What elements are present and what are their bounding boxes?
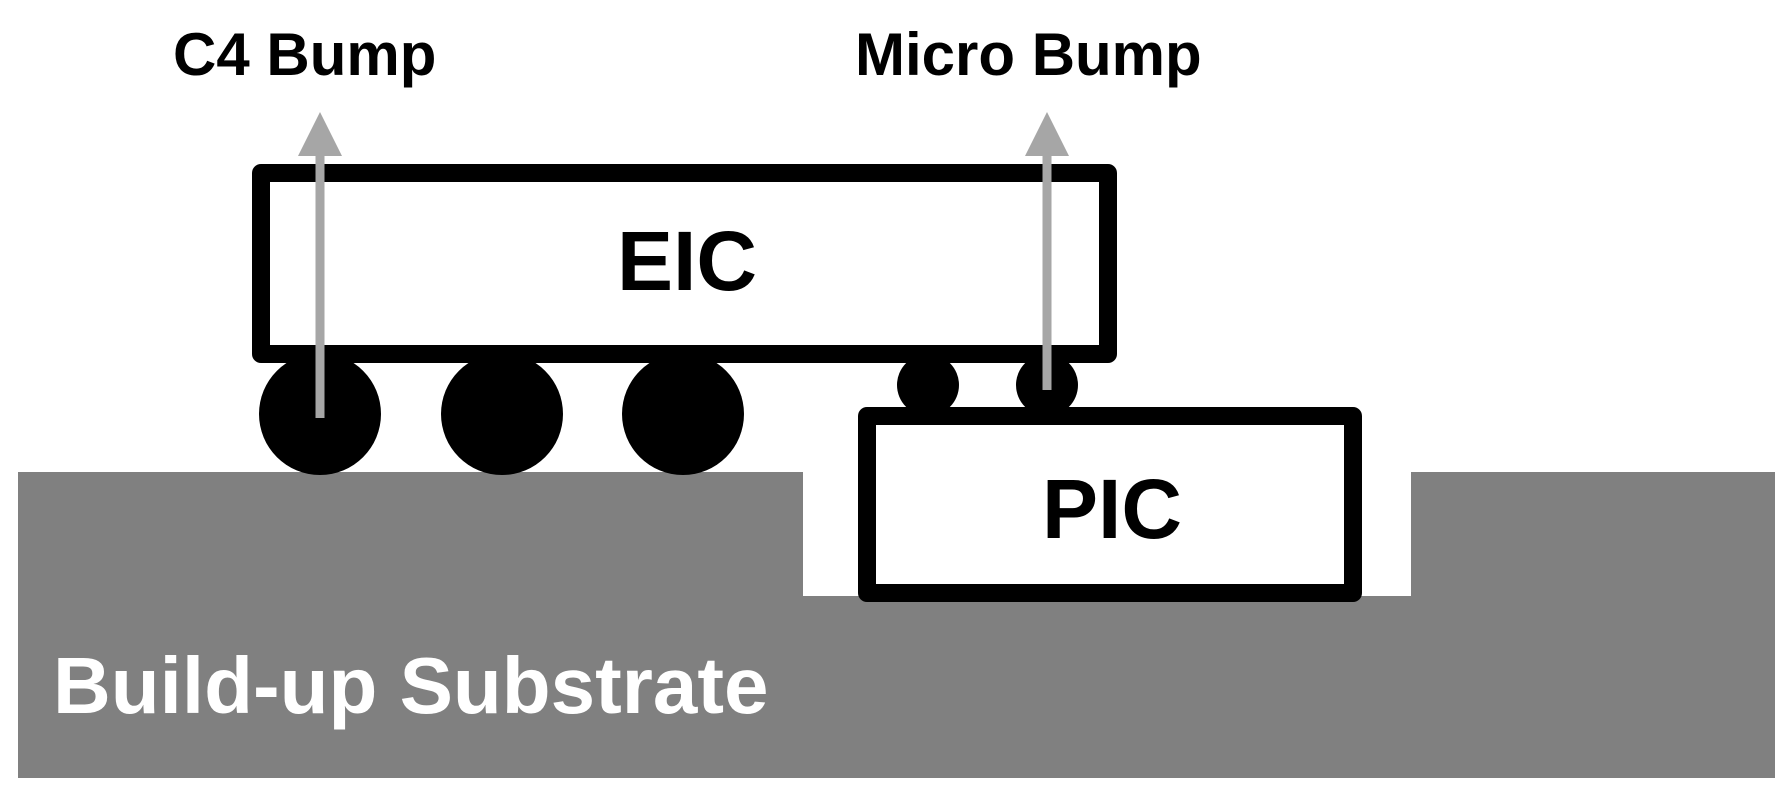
- substrate-label: Build-up Substrate: [53, 641, 769, 730]
- pic-label: PIC: [1042, 462, 1182, 556]
- c4-bump: [622, 353, 744, 475]
- micro-bump-label: Micro Bump: [855, 21, 1202, 88]
- pic-chip: [858, 407, 1362, 602]
- c4-bump-arrow-head: [298, 112, 342, 156]
- build-up-substrate: [18, 472, 1775, 778]
- micro-bump: [897, 354, 959, 416]
- micro-bump-arrow-head: [1025, 112, 1069, 156]
- c4-bump: [441, 353, 563, 475]
- c4-bump-label: C4 Bump: [173, 21, 436, 88]
- eic-label: EIC: [617, 214, 757, 308]
- eic-chip: [252, 164, 1117, 363]
